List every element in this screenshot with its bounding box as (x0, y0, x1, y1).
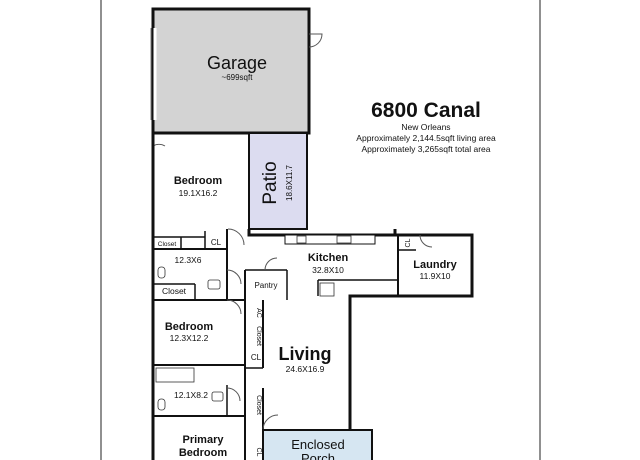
door-swing-laundry (419, 234, 433, 248)
header-city: New Orleans (401, 122, 450, 132)
garage-label: Garage (207, 53, 267, 73)
closet-hall-label: Closet (255, 326, 262, 346)
kitchen-fridge (319, 282, 335, 297)
bathtub-icon (155, 367, 195, 383)
door-swing-pantry (264, 257, 278, 271)
door-swing-bath-mid (226, 387, 241, 402)
closet-bath-label: Closet (162, 286, 187, 296)
cl-top-label: CL (211, 238, 222, 247)
sink-icon-2 (211, 391, 224, 402)
kitchen-label: Kitchen (308, 252, 349, 264)
ac-label: AC (255, 308, 262, 318)
closet-small-label: Closet (158, 241, 177, 248)
bedroom-top-size: 19.1X16.2 (179, 188, 218, 198)
sink-icon (207, 279, 221, 290)
bedroom-door-swing (152, 143, 166, 147)
door-swing-bedroom-mid (226, 299, 242, 315)
bedroom-mid-size: 12.3X12.2 (170, 333, 209, 343)
patio-size: 18.6X11.7 (285, 165, 294, 201)
enclosed-porch-area (262, 429, 373, 460)
header-title: 6800 Canal (371, 99, 481, 122)
closet-low-label: Closet (255, 395, 262, 415)
door-swing-kitchen (227, 228, 245, 246)
garage-size: ~699sqft (222, 73, 254, 82)
door-swing-primary (262, 414, 279, 431)
bedroom-top-label: Bedroom (174, 175, 223, 187)
primary-bedroom-label-1: Primary (183, 434, 225, 446)
header-total-area: Approximately 3,265sqft total area (362, 144, 491, 154)
kitchen-stove (296, 235, 307, 244)
cl-hall-label: CL (251, 353, 262, 362)
enclosed-porch-label-2: Porch (301, 451, 335, 460)
bedroom-mid-label: Bedroom (165, 321, 214, 333)
bath-mid-size: 12.1X8.2 (174, 390, 208, 400)
primary-bedroom-label-2: Bedroom (179, 447, 228, 459)
garage-room (151, 7, 311, 135)
laundry-label: Laundry (413, 259, 457, 271)
enclosed-porch-label-1: Enclosed (291, 437, 344, 452)
toilet-icon-2 (157, 398, 166, 411)
pantry-label: Pantry (254, 281, 277, 290)
patio-label: Patio (260, 161, 281, 204)
living-label: Living (279, 344, 332, 364)
laundry-cl-label: CL (405, 238, 412, 247)
kitchen-counter (284, 234, 376, 245)
cl-low-label: CL (255, 448, 262, 457)
bath-top-size: 12.3X6 (175, 255, 202, 265)
kitchen-size: 32.8X10 (312, 265, 344, 275)
garage-door-swing (308, 33, 323, 48)
door-swing-bath (226, 269, 242, 285)
toilet-icon (157, 266, 166, 279)
header-living-area: Approximately 2,144.5sqft living area (356, 133, 496, 143)
kitchen-sink (336, 235, 352, 244)
laundry-size: 11.9X10 (419, 271, 450, 281)
living-size: 24.6X16.9 (286, 364, 325, 374)
